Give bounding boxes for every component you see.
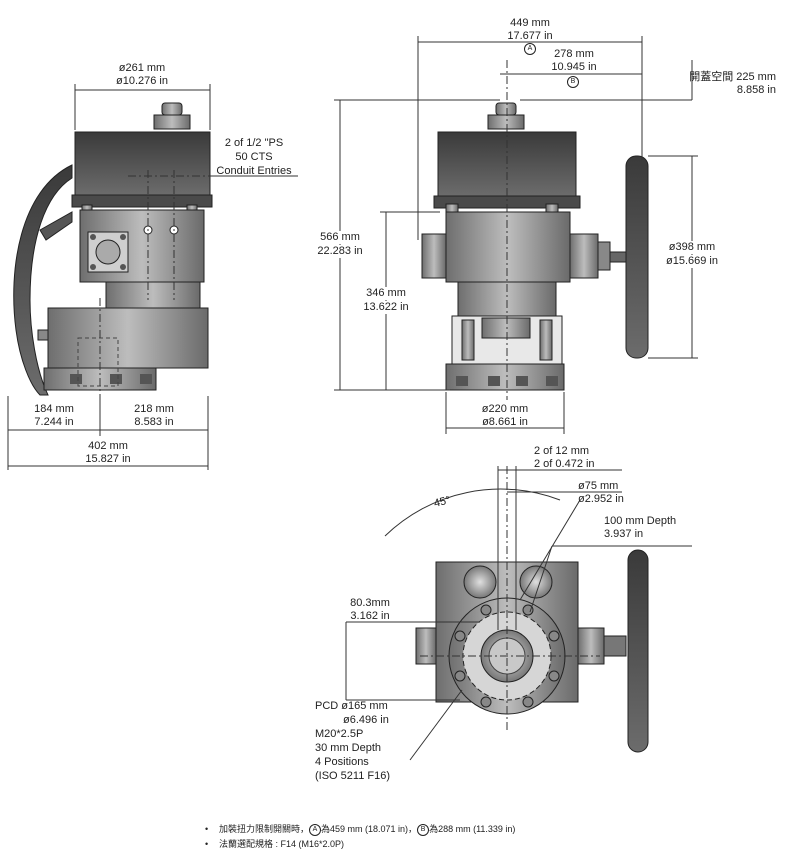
bore-dia-in: ø2.952 in <box>578 493 624 505</box>
front-offset-mm: 278 mm <box>554 48 594 60</box>
wheel-dia-mm: ø398 mm <box>668 241 716 254</box>
side-total-mm: 402 mm <box>88 440 128 452</box>
conduit-line-3: Conduit Entries <box>216 165 292 177</box>
front-height-mm: 566 mm <box>320 231 360 244</box>
key-mm: 2 of 12 mm <box>534 445 590 457</box>
side-left-mm: 184 mm <box>34 403 74 415</box>
pcd-line-3: M20*2.5P <box>315 728 364 740</box>
cover-space-in: 8.858 in <box>736 84 776 96</box>
bore-dia-mm: ø75 mm <box>578 480 619 492</box>
marker-a: A <box>524 43 536 56</box>
pcd-line-6: (ISO 5211 F16) <box>315 770 390 782</box>
side-top-dia-mm: ø261 mm <box>118 62 166 74</box>
front-gearbox <box>445 211 571 283</box>
front-mid-mm: 346 mm <box>366 287 406 300</box>
side-motor-cover <box>74 131 211 196</box>
front-handwheel <box>625 155 649 359</box>
side-top-dia-in: ø10.276 in <box>116 75 168 87</box>
conduit-line-1: 2 of 1/2 "PS <box>224 137 284 149</box>
pcd-line-4: 30 mm Depth <box>315 742 382 754</box>
base-dia-in: ø8.661 in <box>482 416 528 428</box>
pcd-line-5: 4 Positions <box>315 756 369 768</box>
side-total-in: 15.827 in <box>85 453 131 465</box>
bottom-handwheel <box>627 549 649 753</box>
marker-b: B <box>567 76 579 89</box>
base-dia-mm: ø220 mm <box>481 403 529 415</box>
note-flange-option: 法蘭選配規格 : F14 (M16*2.0P) <box>205 837 515 852</box>
side-right-mm: 218 mm <box>134 403 174 415</box>
depth-mm: 100 mm Depth <box>604 515 677 527</box>
wheel-dia-in: ø15.669 in <box>666 255 718 268</box>
side-left-in: 7.244 in <box>34 416 74 428</box>
cover-space-mm: 開蓋空間 225 mm <box>689 71 776 83</box>
offset-in: 3.162 in <box>350 610 390 622</box>
side-right-in: 8.583 in <box>134 416 174 428</box>
pcd-line-1: PCD ø165 mm <box>315 700 388 712</box>
bottom-view <box>345 466 692 761</box>
front-view <box>334 36 698 434</box>
depth-in: 3.937 in <box>604 528 644 540</box>
front-width-mm: 449 mm <box>510 17 550 29</box>
front-mid-in: 13.622 in <box>363 301 409 314</box>
front-width-in: 17.677 in <box>507 30 553 42</box>
front-offset-in: 10.945 in <box>551 61 597 73</box>
offset-mm: 80.3mm <box>350 597 390 609</box>
side-view <box>7 84 298 470</box>
side-handwheel <box>13 164 73 396</box>
pcd-line-2: ø6.496 in <box>343 714 389 726</box>
conduit-line-2: 50 CTS <box>235 151 273 163</box>
key-in: 2 of 0.472 in <box>534 458 595 470</box>
front-height-in: 22.283 in <box>317 245 363 258</box>
